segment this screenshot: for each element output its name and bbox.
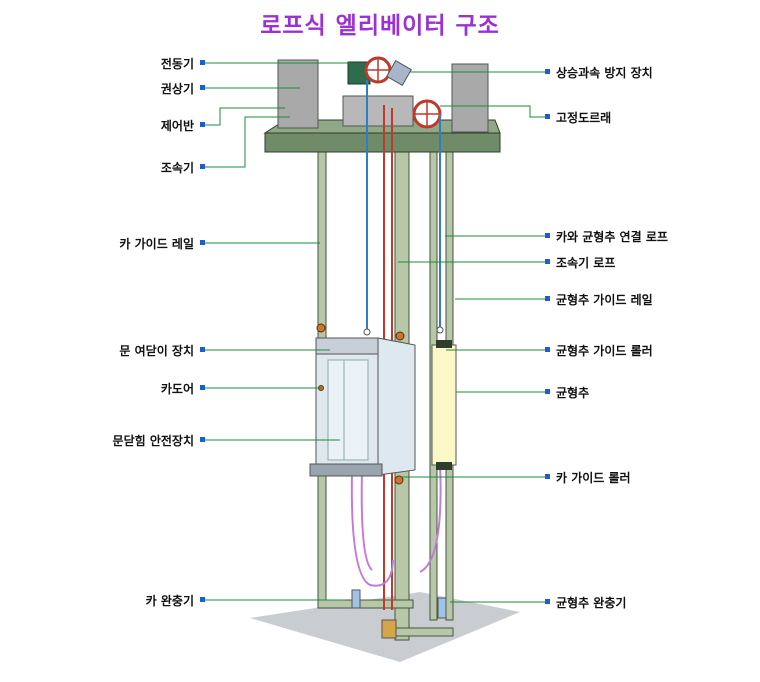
label-hoist-rope: 카와 균형추 연결 로프 — [556, 230, 668, 244]
label-car-guide-roller: 카 가이드 롤러 — [556, 471, 631, 485]
label-motor: 전동기 — [160, 57, 194, 71]
label-governor-rope: 조속기 로프 — [556, 256, 616, 270]
elevator-car — [309, 328, 416, 477]
ropes — [350, 80, 442, 610]
machine-room — [263, 59, 501, 153]
label-cw-guide-rail: 균형추 가이드 레일 — [556, 293, 653, 307]
hoist-machine — [347, 56, 442, 129]
label-car-door: 카도어 — [160, 382, 194, 396]
label-fixed-pulley: 고정도르래 — [556, 111, 612, 125]
label-hoist: 권상기 — [160, 82, 194, 96]
counterweight — [431, 326, 457, 470]
label-overspeed-device: 상승과속 방지 장치 — [556, 66, 653, 80]
label-control-panel: 제어반 — [160, 119, 194, 133]
diagram-title: 로프식 엘리베이터 구조 — [260, 13, 500, 39]
label-door-operator: 문 여닫이 장치 — [119, 344, 194, 358]
label-cw-buffer: 균형추 완충기 — [556, 596, 627, 610]
label-counterweight: 균형추 — [556, 386, 590, 400]
right-leaders — [398, 71, 545, 603]
label-car-buffer: 카 완충기 — [145, 594, 194, 608]
left-markers — [200, 60, 205, 602]
label-governor: 조속기 — [160, 161, 194, 175]
left-leaders — [205, 62, 350, 601]
label-door-safety: 문닫힘 안전장치 — [112, 434, 194, 448]
label-car-guide-rail: 카 가이드 레일 — [119, 237, 194, 251]
buffers — [351, 589, 447, 639]
right-markers — [545, 69, 550, 604]
label-cw-guide-roller: 균형추 가이드 롤러 — [556, 344, 653, 358]
guide-rollers — [316, 323, 405, 485]
